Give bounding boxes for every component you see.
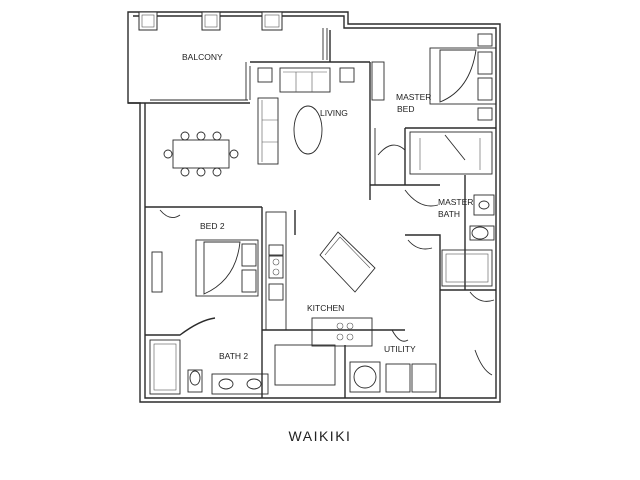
label-bed2: BED 2 [200, 221, 225, 231]
label-living: LIVING [320, 108, 348, 118]
utility [274, 329, 493, 393]
label-master-bath-2: BATH [438, 209, 460, 219]
master-bath-fixtures [407, 194, 495, 302]
label-balcony: BALCONY [182, 52, 223, 62]
label-kitchen: KITCHEN [307, 303, 344, 313]
label-master-bed-2: BED [397, 104, 414, 114]
label-master-bed-1: MASTER [396, 92, 431, 102]
interior-walls [145, 30, 496, 398]
label-master-bath-1: MASTER [438, 197, 473, 207]
bath2-fixtures [149, 339, 269, 395]
master-closet [377, 131, 493, 207]
room-labels: BALCONY LIVING MASTER BED MASTER BATH BE… [182, 52, 473, 361]
kitchen [265, 211, 376, 347]
label-bath2: BATH 2 [219, 351, 248, 361]
plan-title: WAIKIKI [288, 428, 352, 444]
label-utility: UTILITY [384, 344, 416, 354]
master-bed [429, 33, 497, 121]
living-furniture [257, 61, 385, 165]
dining-table [163, 131, 239, 177]
bed2 [151, 209, 259, 297]
balcony [128, 11, 328, 104]
